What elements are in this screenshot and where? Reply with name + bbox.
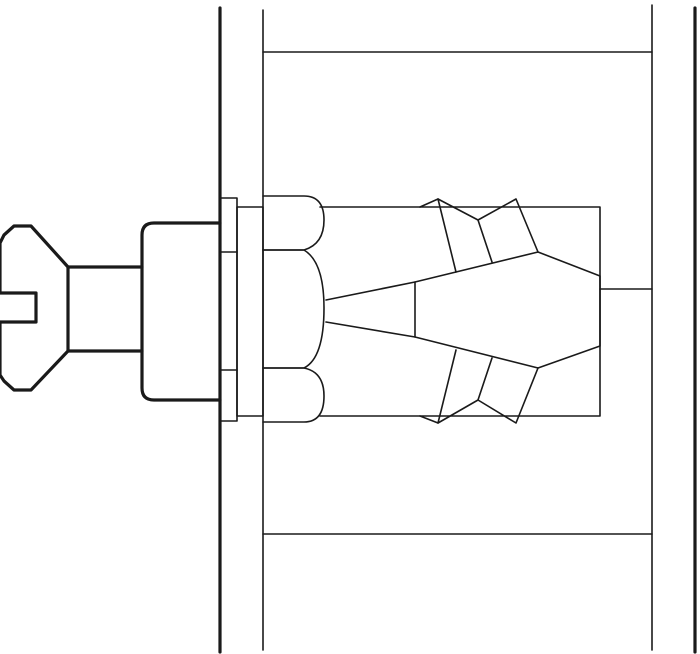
upper-segment-1 — [419, 198, 457, 273]
cone-body — [414, 251, 601, 369]
washer-left — [219, 197, 238, 422]
nut-lower-lobe — [262, 367, 325, 423]
lower-segment-3 — [477, 367, 539, 424]
cone-wedge — [325, 281, 416, 338]
nut-upper-lobe — [262, 195, 325, 251]
lower-segment-1 — [419, 349, 457, 424]
screw-head — [0, 224, 70, 392]
sleeve-neck — [236, 206, 264, 417]
upper-segment-3 — [477, 198, 539, 253]
sleeve-outline — [319, 206, 601, 417]
screw-shank — [66, 265, 144, 353]
nut-middle-lobe — [262, 249, 325, 369]
anchor-collar — [140, 221, 222, 402]
